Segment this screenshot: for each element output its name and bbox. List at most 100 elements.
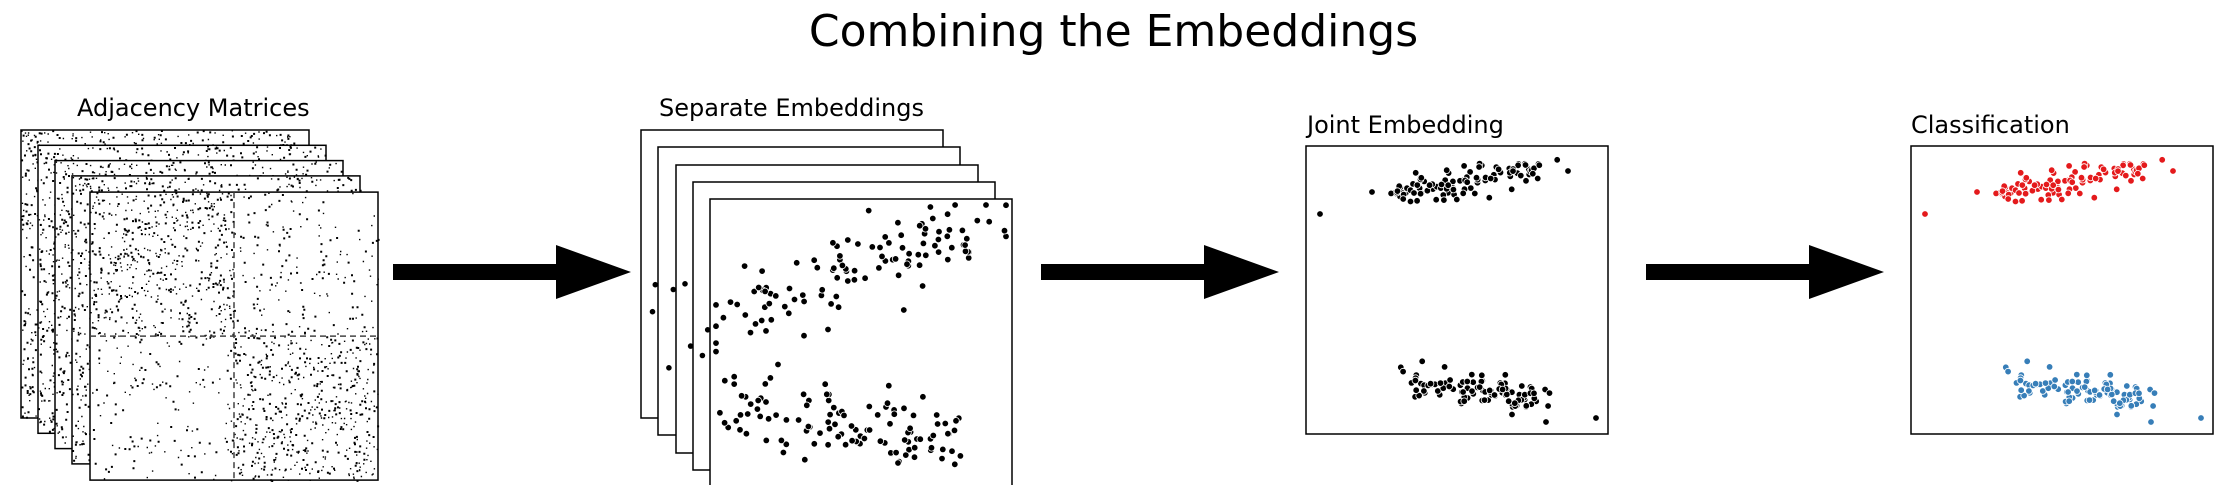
data-point: [933, 411, 941, 419]
data-point: [894, 459, 902, 467]
embedding-plot: [709, 198, 1013, 485]
data-point: [803, 401, 811, 409]
data-point: [903, 260, 911, 268]
data-point: [831, 420, 839, 428]
data-point: [868, 243, 876, 251]
data-point: [875, 264, 883, 272]
data-point: [1440, 363, 1449, 371]
classification-label: Classification: [1911, 111, 2070, 139]
data-point: [2169, 167, 2177, 175]
data-point: [1486, 174, 1495, 183]
data-point: [818, 286, 826, 294]
data-point: [810, 440, 818, 448]
data-point: [2071, 168, 2079, 176]
data-point: [844, 236, 852, 244]
data-point: [2011, 197, 2020, 206]
data-point: [2064, 388, 2072, 396]
data-point: [804, 422, 813, 431]
data-point: [941, 419, 949, 428]
data-point: [865, 426, 874, 434]
data-point: [1406, 197, 1415, 206]
data-point: [824, 325, 832, 334]
data-point: [830, 264, 838, 272]
data-point: [850, 276, 859, 284]
data-point: [756, 412, 764, 421]
data-point: [1425, 181, 1434, 189]
data-point: [800, 297, 808, 306]
data-point: [712, 322, 720, 330]
data-point: [2119, 161, 2127, 169]
data-point: [1444, 181, 1452, 189]
data-point: [712, 301, 720, 309]
data-point: [1436, 379, 1445, 387]
data-point: [1521, 161, 1530, 169]
data-point: [900, 404, 908, 412]
data-point: [1463, 377, 1471, 386]
data-point: [716, 409, 724, 417]
data-point: [742, 430, 751, 438]
data-point: [2122, 171, 2130, 180]
data-point: [2018, 181, 2026, 189]
data-point: [2106, 371, 2114, 379]
data-point: [2080, 163, 2088, 171]
data-point: [1522, 402, 1530, 410]
data-point: [844, 277, 852, 285]
data-point: [2049, 181, 2057, 189]
data-point: [746, 328, 755, 337]
data-point: [741, 311, 749, 319]
data-point: [1418, 357, 1426, 365]
data-point: [827, 300, 835, 308]
data-point: [758, 267, 766, 275]
data-point: [1504, 397, 1513, 405]
data-point: [758, 316, 766, 325]
data-point: [736, 426, 744, 434]
data-point: [782, 440, 790, 448]
data-point: [973, 216, 981, 225]
data-point: [919, 239, 928, 248]
data-point: [933, 420, 942, 428]
data-point: [909, 411, 918, 420]
data-point: [720, 419, 729, 427]
data-point: [834, 433, 842, 441]
data-point: [1411, 169, 1420, 177]
data-point: [1459, 189, 1467, 197]
data-point: [1426, 380, 1435, 388]
data-point: [712, 347, 720, 356]
data-point: [892, 448, 900, 457]
data-point: [766, 374, 775, 382]
data-point: [900, 306, 908, 314]
data-point: [921, 225, 930, 233]
data-point: [915, 261, 924, 269]
data-point: [1494, 165, 1503, 173]
data-point: [2031, 380, 2040, 388]
data-point: [2085, 396, 2094, 404]
data-point: [854, 240, 862, 248]
data-point: [2041, 379, 2050, 387]
data-point: [838, 261, 847, 270]
data-point: [1446, 376, 1454, 384]
joint-embedding-plot: [1305, 145, 1609, 435]
data-point: [825, 396, 833, 405]
data-point: [1507, 185, 1516, 193]
data-point: [774, 360, 782, 369]
data-point: [1467, 184, 1475, 192]
data-point: [2135, 389, 2143, 397]
data-point: [800, 332, 808, 340]
data-point: [2004, 195, 2012, 203]
joint-embedding-label: Joint Embedding: [1307, 111, 1504, 139]
data-point: [2123, 382, 2131, 390]
data-point: [1509, 167, 1517, 175]
data-point: [939, 445, 947, 454]
right-arrow-icon: [393, 245, 631, 299]
data-point: [1535, 161, 1543, 169]
data-point: [958, 226, 967, 235]
data-point: [1921, 210, 1929, 218]
data-point: [732, 417, 740, 425]
data-point: [832, 292, 840, 301]
data-point: [751, 320, 760, 328]
data-point: [2158, 156, 2166, 164]
data-point: [948, 243, 956, 252]
data-point: [2140, 161, 2148, 169]
data-point: [948, 447, 956, 455]
data-point: [2138, 174, 2147, 183]
